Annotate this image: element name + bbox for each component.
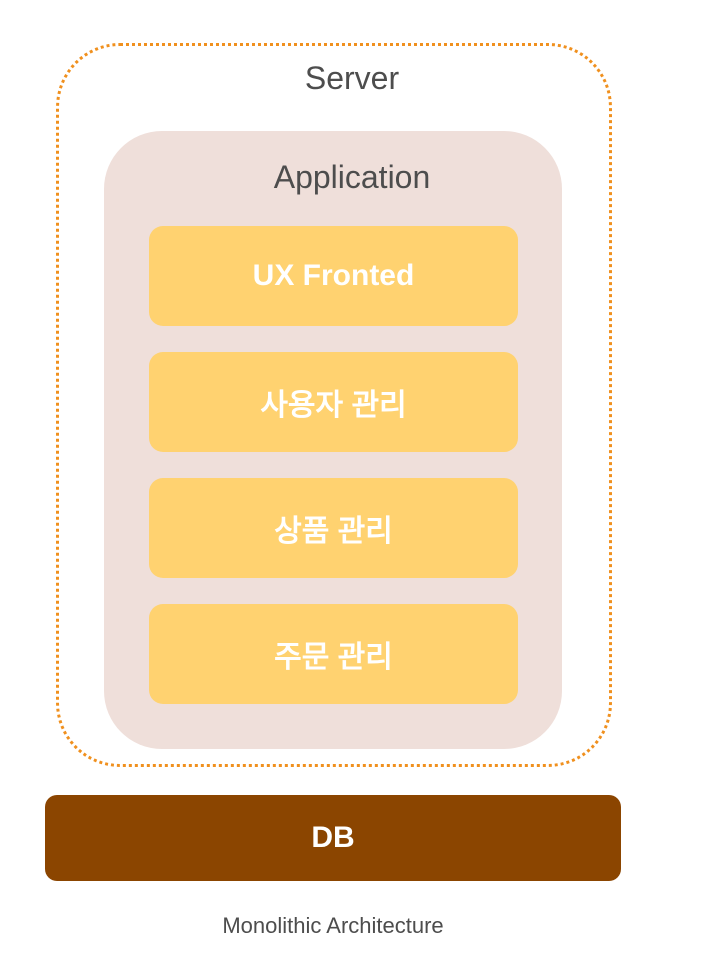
server-container <box>56 43 612 767</box>
database-block: DB <box>45 795 621 881</box>
application-label: Application <box>273 159 431 195</box>
module-product-management: 상품 관리 <box>149 478 518 578</box>
module-order-management: 주문 관리 <box>149 604 518 704</box>
diagram-caption: Monolithic Architecture <box>222 913 444 938</box>
module-user-management: 사용자 관리 <box>149 352 518 452</box>
module-ux-frontend: UX Fronted <box>149 226 518 326</box>
server-label: Server <box>304 60 400 96</box>
